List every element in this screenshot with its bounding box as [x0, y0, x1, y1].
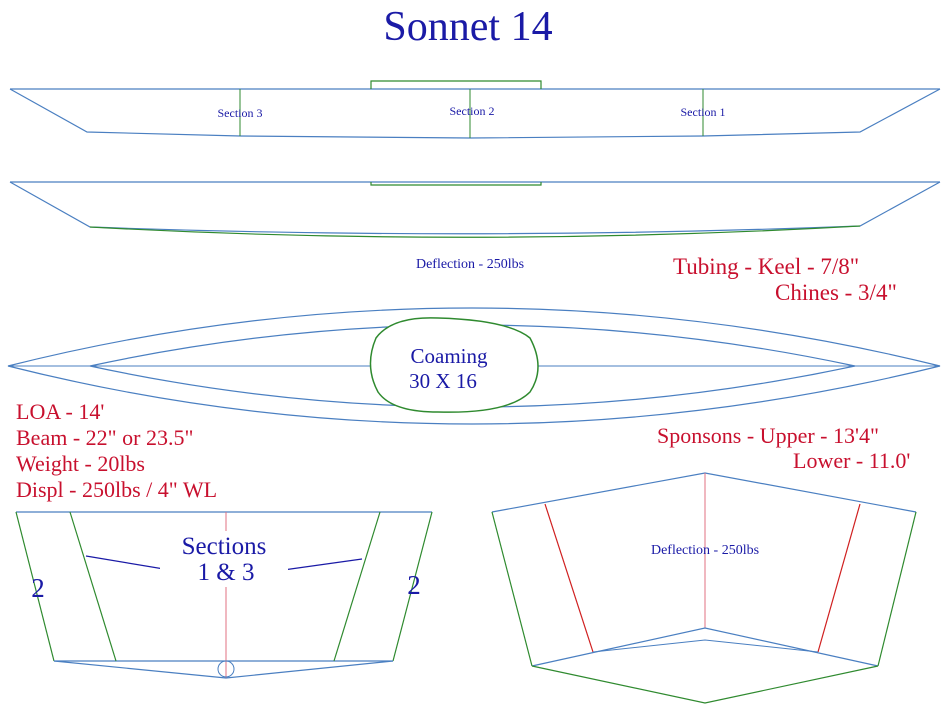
spec-displ: Displ - 250lbs / 4" WL	[16, 477, 217, 502]
section-3-label: Section 3	[218, 106, 263, 120]
defl-section-bottom	[531, 665, 879, 704]
deflection-hull-green	[89, 225, 861, 238]
sponsons-lower: Lower - 11.0'	[793, 448, 910, 473]
coaming-outline	[369, 317, 539, 413]
plan-view: Coaming 30 X 16	[7, 307, 941, 425]
sections-subtitle: 1 & 3	[198, 559, 255, 586]
spec-beam: Beam - 22" or 23.5"	[16, 425, 193, 450]
deflection-label: Deflection - 250lbs	[416, 257, 524, 272]
deflection-hull-blue	[9, 181, 941, 235]
side-profile-coaming	[370, 80, 542, 89]
specs-block: LOA - 14' Beam - 22" or 23.5" Weight - 2…	[16, 399, 217, 502]
section-1-label: Section 1	[681, 105, 726, 119]
coaming-label: Coaming	[411, 344, 488, 368]
sections-label-bg	[160, 531, 288, 587]
section-left-sponson	[69, 511, 117, 662]
defl-section-chine-upper	[531, 627, 879, 667]
page-title: Sonnet 14	[383, 4, 552, 50]
spec-weight: Weight - 20lbs	[16, 451, 145, 476]
sections-right-number: 2	[407, 570, 421, 600]
section-keel-tube	[217, 660, 235, 678]
defl-section-right-sponson	[817, 503, 861, 653]
tubing-keel-label: Tubing - Keel - 7/8"	[673, 254, 859, 279]
spec-loa: LOA - 14'	[16, 399, 104, 424]
deflection-coaming	[370, 182, 542, 186]
deflection-profile-view: Deflection - 250lbs	[9, 181, 941, 272]
defl-section-right-side	[877, 511, 917, 667]
section-2-label: Section 2	[450, 104, 495, 118]
section-left-side	[15, 511, 55, 662]
section-bottom-vee	[53, 660, 394, 679]
defl-section-chine-lower	[592, 639, 819, 653]
section-right-side	[392, 511, 433, 662]
defl-section-left-side	[491, 511, 533, 667]
sponsons-upper: Sponsons - Upper - 13'4"	[657, 423, 879, 448]
tubing-chines-label: Chines - 3/4"	[775, 280, 897, 305]
coaming-size: 30 X 16	[409, 369, 477, 393]
sections-1-3-view: Sections 1 & 3 2 2	[15, 511, 433, 679]
defl-section-deck	[491, 472, 917, 513]
sections-title: Sections	[182, 533, 267, 560]
side-profile-view: Section 3 Section 2 Section 1	[9, 80, 941, 139]
deflection-section-view: Deflection - 250lbs	[491, 472, 917, 704]
defl-section-left-sponson	[544, 503, 594, 653]
section-right-sponson	[333, 511, 381, 662]
sections-left-number: 2	[31, 573, 45, 603]
defl-section-label: Deflection - 250lbs	[651, 543, 759, 558]
